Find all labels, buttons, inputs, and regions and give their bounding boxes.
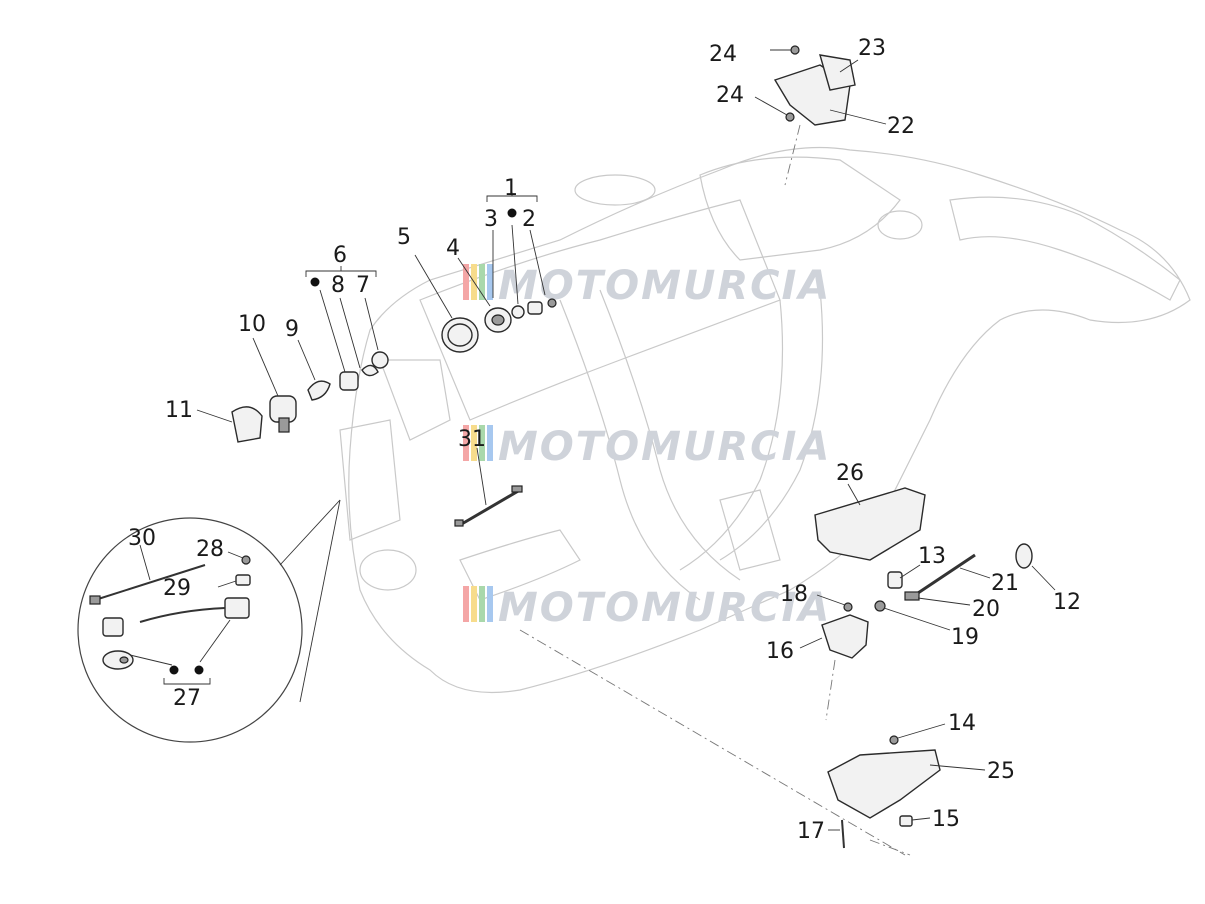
callout-31: 31: [458, 427, 486, 452]
callout-7: 7: [356, 273, 370, 298]
callout-6: 6: [333, 243, 347, 268]
callout-4: 4: [446, 236, 460, 261]
callout-labels: 1 2 3 4 5 6 7 8 9 10 11 12 13 14 15 16 1…: [128, 36, 1081, 844]
callout-3: 3: [484, 207, 498, 232]
callout-14: 14: [948, 711, 976, 736]
callout-9: 9: [285, 317, 299, 342]
callout-20: 20: [972, 597, 1000, 622]
callout-30: 30: [128, 526, 156, 551]
callout-16: 16: [766, 639, 794, 664]
callout-8: 8: [331, 273, 345, 298]
inset-detail: [77, 499, 341, 743]
callout-17: 17: [797, 819, 825, 844]
callout-27: 27: [173, 686, 201, 711]
callout-18: 18: [780, 582, 808, 607]
callout-21: 21: [991, 571, 1019, 596]
callout-25: 25: [987, 759, 1015, 784]
watermark-bottom: MOTOMURCIA: [463, 585, 831, 631]
watermark-middle: MOTOMURCIA: [463, 424, 831, 470]
callout-19: 19: [951, 625, 979, 650]
watermark-text: MOTOMURCIA: [498, 585, 831, 631]
callout-10: 10: [238, 312, 266, 337]
callout-2: 2: [522, 207, 536, 232]
callout-1: 1: [504, 176, 518, 201]
seat-hinge-group: [754, 45, 887, 186]
ignition-lock-group: [196, 192, 557, 443]
watermark-text: MOTOMURCIA: [498, 424, 831, 470]
callout-24-top: 24: [709, 42, 737, 67]
callout-29: 29: [163, 576, 191, 601]
callout-5: 5: [397, 225, 411, 250]
callout-28: 28: [196, 537, 224, 562]
rod-part-31: [454, 447, 523, 527]
callout-11: 11: [165, 398, 193, 423]
callout-12: 12: [1053, 590, 1081, 615]
callout-23: 23: [858, 36, 886, 61]
callout-26: 26: [836, 461, 864, 486]
seat-lock-group: [519, 483, 1056, 856]
callout-15: 15: [932, 807, 960, 832]
callout-13: 13: [918, 544, 946, 569]
scooter-frame: [339, 146, 1191, 694]
callout-24-lower: 24: [716, 83, 744, 108]
callout-22: 22: [887, 114, 915, 139]
